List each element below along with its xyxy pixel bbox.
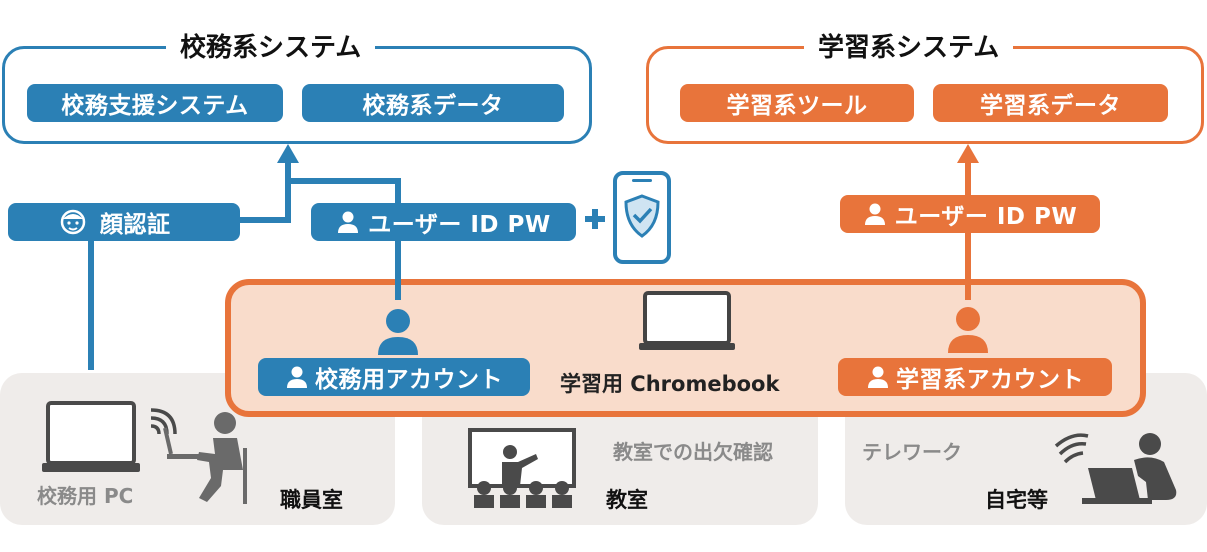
- school-account-pill: 校務用アカウント: [258, 358, 530, 396]
- staff-room-name: 職員室: [280, 488, 343, 512]
- user-id-pw-blue-label: ユーザー ID PW: [368, 212, 551, 238]
- learning-tool: 学習系ツール: [680, 84, 914, 122]
- learning-account-label: 学習系アカウント: [896, 367, 1084, 393]
- person-icon: [287, 366, 307, 388]
- face-icon: [60, 209, 86, 235]
- face-auth-label: 顔認証: [100, 212, 171, 238]
- person-icon: [868, 366, 888, 388]
- person-icon: [338, 211, 359, 233]
- home-name: 自宅等: [985, 488, 1048, 512]
- user-id-pw-orange-label: ユーザー ID PW: [894, 204, 1078, 230]
- telework-icon: [1054, 433, 1177, 504]
- face-auth-pill: 顔認証: [8, 203, 240, 241]
- school-pc-label: 校務用 PC: [37, 484, 134, 508]
- user-id-pw-orange: ユーザー ID PW: [840, 195, 1100, 233]
- school-system-title: 校務系システム: [166, 33, 376, 63]
- smartphone-shield-icon: [613, 171, 671, 264]
- learning-account-pill: 学習系アカウント: [838, 358, 1112, 396]
- telework-note: テレワーク: [862, 440, 962, 464]
- laptop-icon: [42, 401, 140, 472]
- laptop-icon: [639, 291, 735, 350]
- classroom-note: 教室での出欠確認: [613, 440, 773, 464]
- learning-system-title: 学習系システム: [804, 33, 1014, 63]
- teacher-icon: [468, 428, 576, 508]
- person-at-laptop-icon: [163, 412, 247, 504]
- school-account-label: 校務用アカウント: [315, 367, 503, 393]
- school-data: 校務系データ: [302, 84, 564, 122]
- school-support-system: 校務支援システム: [27, 84, 283, 122]
- learning-data: 学習系データ: [933, 84, 1168, 122]
- user-id-pw-blue: ユーザー ID PW: [311, 203, 576, 241]
- chromebook-label: 学習用 Chromebook: [560, 372, 780, 396]
- person-icon: [948, 307, 988, 353]
- person-icon: [864, 203, 885, 225]
- person-icon: [378, 309, 418, 355]
- classroom-name: 教室: [606, 488, 648, 512]
